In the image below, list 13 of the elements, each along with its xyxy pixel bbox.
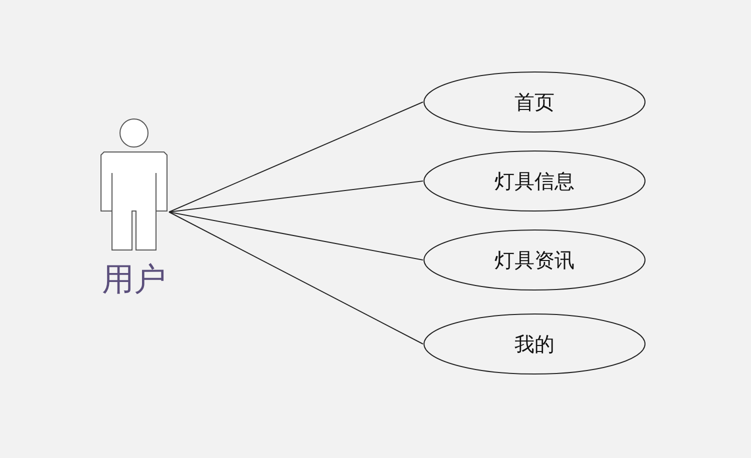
use-case-label: 灯具资讯 [494, 246, 574, 274]
actor-label: 用户 [101, 259, 167, 300]
use-case-label: 灯具信息 [494, 168, 574, 194]
use-case-label: 首页 [514, 88, 554, 116]
association-line [168, 180, 424, 212]
association-line [168, 102, 424, 212]
use-case-ellipse [423, 229, 646, 291]
use-case-ellipse [423, 313, 646, 375]
association-line [168, 212, 424, 260]
use-case-ellipse [423, 150, 646, 212]
use-case-label: 我的 [514, 330, 554, 358]
use-case-ellipse [423, 71, 646, 133]
association-line [168, 212, 424, 344]
